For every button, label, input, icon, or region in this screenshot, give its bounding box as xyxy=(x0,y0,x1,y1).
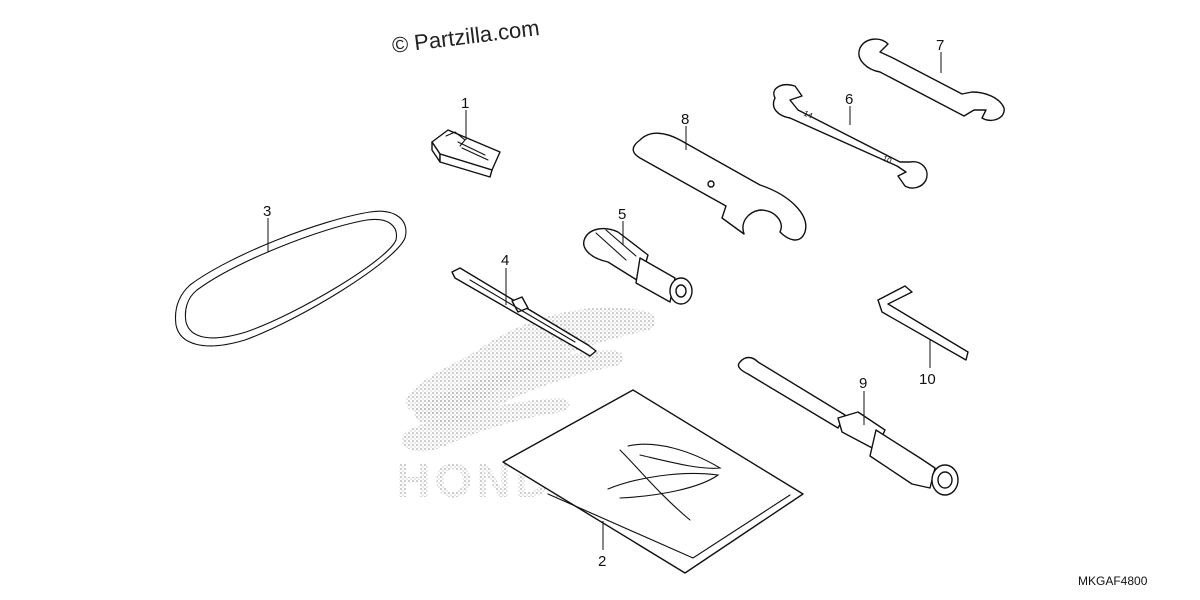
callout-9: 9 xyxy=(859,375,867,392)
open-end-wrench-icon xyxy=(858,38,1005,122)
callout-4: 4 xyxy=(501,252,509,269)
callout-6: 6 xyxy=(845,91,853,108)
callout-5: 5 xyxy=(618,206,626,223)
callout-10: 10 xyxy=(919,371,936,388)
callout-3: 3 xyxy=(263,203,271,220)
open-end-wrench-icon: 14 10 xyxy=(772,84,928,189)
svg-text:10: 10 xyxy=(881,154,893,166)
fuse-clip-icon xyxy=(431,129,501,178)
watermark-text: © Partzilla.com xyxy=(391,15,541,58)
callout-2: 2 xyxy=(598,553,606,570)
screwdriver-shaft-icon xyxy=(451,267,597,357)
pin-spanner-wrench-icon xyxy=(632,132,807,241)
screwdriver-handle-icon xyxy=(583,227,693,305)
callout-8: 8 xyxy=(681,111,689,128)
leader-lines xyxy=(267,52,942,550)
hex-key-icon xyxy=(877,285,969,361)
callout-7: 7 xyxy=(936,37,944,54)
diagram-code: MKGAF4800 xyxy=(1078,574,1148,588)
callout-1: 1 xyxy=(461,95,469,112)
spark-plug-wrench-icon xyxy=(737,356,959,496)
rubber-band-icon xyxy=(174,210,407,347)
svg-text:14: 14 xyxy=(802,109,814,121)
tool-bag-icon xyxy=(502,389,804,574)
